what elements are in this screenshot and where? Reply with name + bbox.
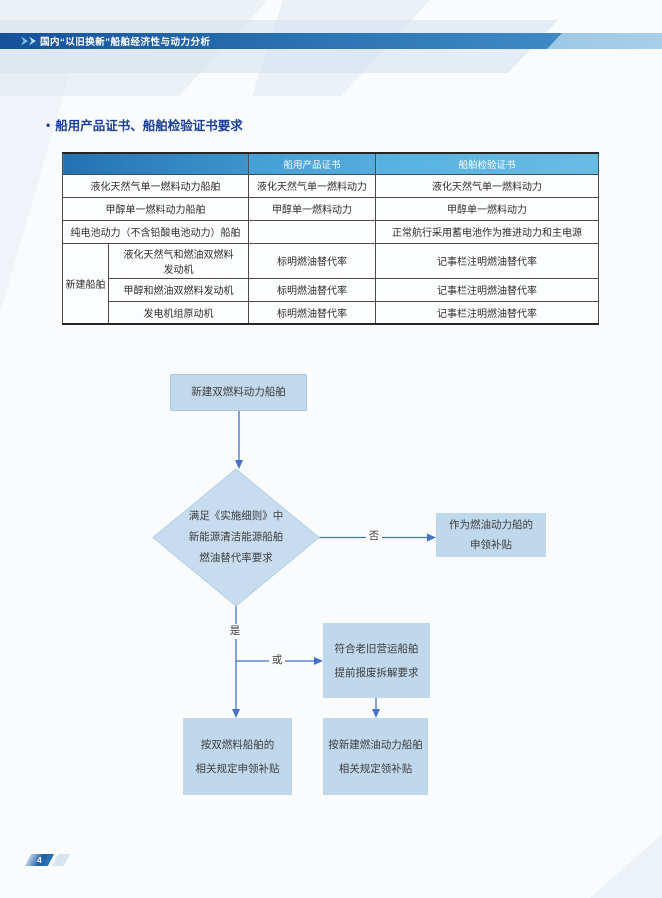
page-number-tail-shape [51, 854, 71, 866]
arrowhead-icon [372, 709, 380, 718]
corner-decor-triangle [590, 834, 662, 898]
row-inspection-cell: 甲醇单一燃料动力 [375, 196, 599, 221]
row-name-cell: 液化天然气单一燃料动力船舶 [62, 173, 249, 198]
row-inspection-cell: 记事栏注明燃油替代率 [375, 242, 599, 279]
flow-label-no: 否 [366, 529, 382, 544]
row-name-cell: 甲醇和燃油双燃料发动机 [108, 277, 249, 302]
flow-node-no-result: 作为燃油动力船的 申领补贴 [436, 513, 546, 557]
page-number: 4 [37, 855, 42, 865]
row-inspection-cell: 记事栏注明燃油替代率 [375, 300, 599, 325]
row-name-cell: 液化天然气和燃油双燃料 发动机 [108, 242, 249, 279]
table-header-row: 船用产品证书 船舶检验证书 [62, 152, 599, 175]
certificate-table: 船用产品证书 船舶检验证书 液化天然气单一燃料动力船舶 液化天然气单一燃料动力 … [62, 152, 599, 325]
flow-node-old-ship: 符合老旧营运船舶 提前报废拆解要求 [323, 623, 430, 698]
table-row: 液化天然气单一燃料动力船舶 液化天然气单一燃料动力 液化天然气单一燃料动力 [62, 173, 599, 198]
table-header-empty [62, 152, 249, 175]
table-header-product: 船用产品证书 [248, 152, 376, 175]
row-group-cell: 新建船舶 [62, 242, 109, 325]
page-header-title: 国内“以旧换新”船舶经济性与动力分析 [40, 37, 211, 48]
section-heading: • 船用产品证书、船舶检验证书要求 [46, 115, 243, 134]
header-bar-content: 国内“以旧换新”船舶经济性与动力分析 [21, 33, 211, 49]
row-inspection-cell: 正常航行采用蓄电池作为推进动力和主电源 [375, 219, 599, 244]
page-number-marker: 4 [24, 854, 71, 867]
arrowhead-icon [314, 657, 323, 665]
table-header-inspection: 船舶检验证书 [375, 152, 599, 175]
flow-node-dual-fuel-subsidy: 按双燃料船舶的 相关规定申领补贴 [183, 718, 292, 795]
flow-node-start: 新建双燃料动力船舶 [170, 374, 307, 411]
row-product-cell: 标明燃油替代率 [248, 242, 376, 279]
row-inspection-cell: 液化天然气单一燃料动力 [375, 173, 599, 198]
row-product-cell: 标明燃油替代率 [248, 300, 376, 325]
row-product-cell: 液化天然气单一燃料动力 [248, 173, 376, 198]
row-name-cell: 发电机组原动机 [108, 300, 249, 325]
flowchart-canvas [152, 411, 436, 718]
chevron-icon [29, 36, 36, 46]
flow-decision-text: 满足《实施细则》中 新能源清洁能源船舶 燃油替代率要求 [188, 510, 284, 564]
arrowhead-icon [232, 709, 240, 718]
table-row: 甲醇单一燃料动力船舶 甲醇单一燃料动力 甲醇单一燃料动力 [62, 196, 599, 221]
header-bar: 国内“以旧换新”船舶经济性与动力分析 [0, 33, 662, 49]
section-heading-text: 船用产品证书、船舶检验证书要求 [55, 119, 243, 133]
arrowhead-icon [427, 533, 436, 542]
row-name-cell: 纯电池动力（不含铅酸电池动力）船舶 [62, 219, 249, 244]
row-product-cell: 标明燃油替代率 [248, 277, 376, 302]
table-row: 甲醇和燃油双燃料发动机 标明燃油替代率 记事栏注明燃油替代率 [63, 277, 599, 302]
row-name-cell: 甲醇单一燃料动力船舶 [62, 196, 249, 221]
table-row: 纯电池动力（不含铅酸电池动力）船舶 正常航行采用蓄电池作为推进动力和主电源 [62, 219, 599, 244]
decision-diamond [152, 468, 320, 607]
flow-node-fuel-subsidy: 按新建燃油动力船舶 相关规定领补贴 [323, 718, 428, 795]
flow-label-or: 或 [269, 653, 285, 668]
arrowhead-icon [235, 460, 243, 469]
chevron-icon [21, 36, 28, 46]
row-inspection-cell: 记事栏注明燃油替代率 [375, 277, 599, 302]
header-bar-dark-segment [0, 33, 562, 49]
bullet-icon: • [46, 117, 51, 132]
table-row: 发电机组原动机 标明燃油替代率 记事栏注明燃油替代率 [63, 300, 599, 325]
row-product-cell [248, 219, 376, 244]
table-row: 新建船舶 液化天然气和燃油双燃料 发动机 标明燃油替代率 记事栏注明燃油替代率 [62, 242, 599, 325]
row-product-cell: 甲醇单一燃料动力 [248, 196, 376, 221]
flow-label-yes: 是 [227, 624, 243, 639]
